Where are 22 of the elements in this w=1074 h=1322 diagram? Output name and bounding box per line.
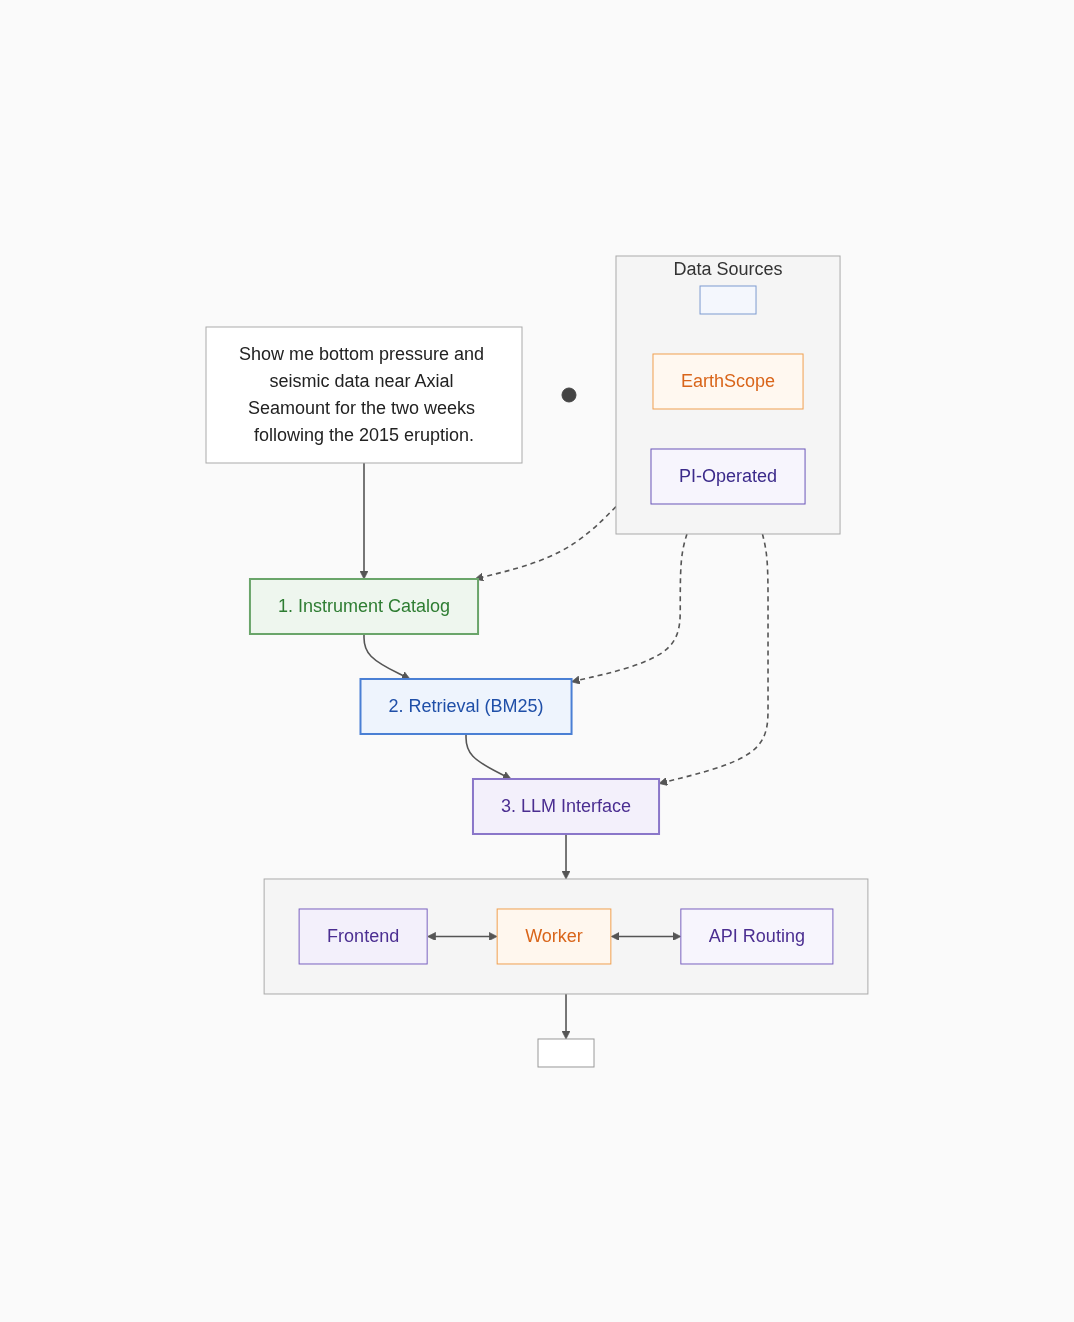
arrow (427, 931, 498, 941)
arrow (561, 832, 571, 879)
node-box: 2. Retrieval (BM25) (359, 677, 573, 735)
node-box: Frontend (298, 908, 428, 964)
node-box: EarthScope (652, 353, 804, 409)
node-box (699, 285, 757, 314)
arrow (363, 632, 411, 679)
node-box: Show me bottom pressure and seismic data near Axial Seamount for the two weeks following the 2015 eruption. (205, 326, 523, 463)
node-person (561, 387, 577, 402)
arrow (465, 732, 512, 779)
arrow (359, 461, 369, 579)
node-box: Worker (496, 908, 612, 964)
node-box (537, 1038, 595, 1067)
arrow (571, 532, 688, 684)
node-box: 3. LLM Interface (472, 777, 661, 835)
arrow (474, 505, 617, 581)
cluster (263, 878, 869, 994)
node-box: 1. Instrument Catalog (249, 577, 480, 635)
arrow (561, 992, 571, 1039)
arrow (610, 931, 682, 941)
node-box: API Routing (680, 908, 834, 964)
node-box: PI-Operated (650, 448, 806, 504)
